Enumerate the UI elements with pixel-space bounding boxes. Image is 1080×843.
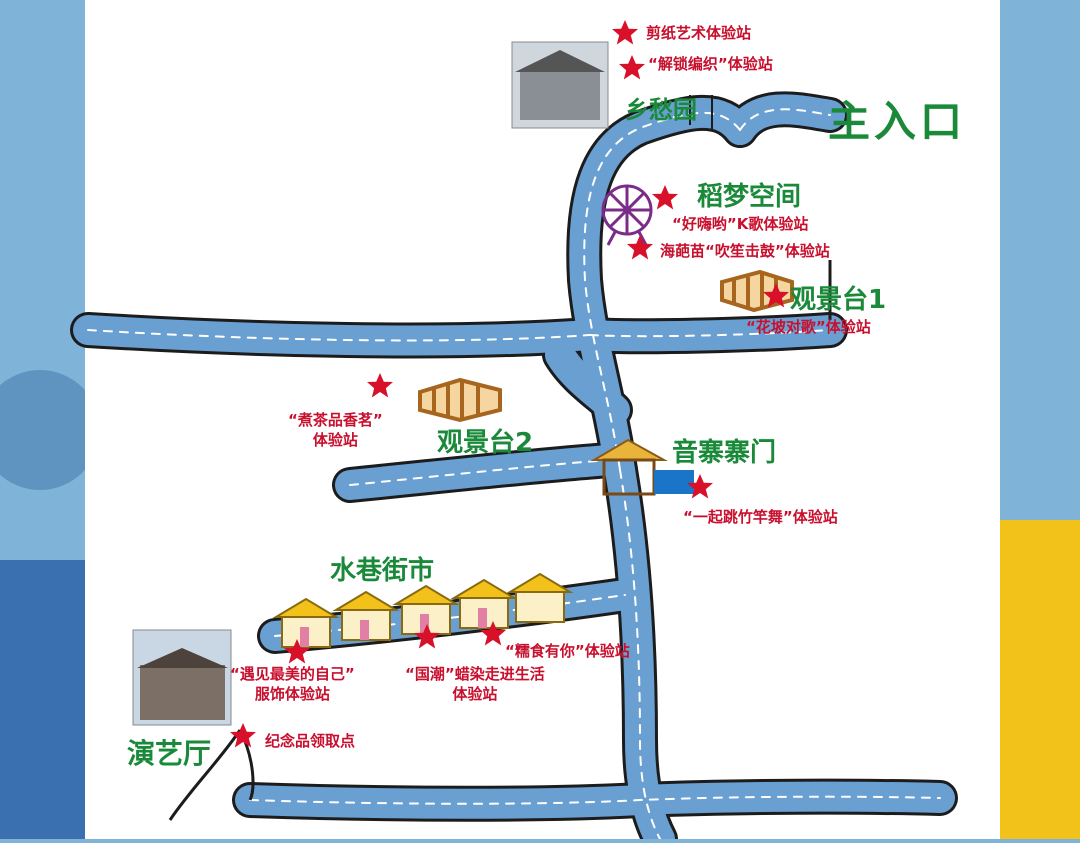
place-label-guanjing1: 观景台1	[790, 285, 887, 315]
xiangchou-roof-icon	[515, 50, 605, 72]
ferris-wheel-icon	[601, 184, 653, 246]
station-label-huapo: “花坡对歌”体验站	[746, 318, 871, 336]
station-label-guochao-line2: 体验站	[452, 685, 498, 703]
garden-lines	[689, 95, 713, 130]
station-label-yujian: “遇见最美的自己” 服饰体验站	[230, 664, 355, 704]
station-label-guochao-line1: “国潮”蜡染走进生活	[405, 665, 545, 683]
village-gate-icon	[590, 438, 694, 496]
map-panel	[85, 0, 1000, 839]
station-label-zhucha-line1: “煮茶品香茗”	[288, 411, 383, 429]
place-label-guanjing2: 观景台2	[437, 428, 534, 458]
station-label-nuoshi: “糯食有你”体验站	[505, 642, 630, 660]
station-label-jianzhi: 剪纸艺术体验站	[646, 24, 752, 42]
station-label-zhugan: “一起跳竹竿舞”体验站	[683, 508, 838, 526]
station-label-haibamiao: 海葩苗“吹笙击鼓”体验站	[660, 242, 830, 260]
station-label-zhucha: “煮茶品香茗” 体验站	[288, 410, 383, 450]
station-label-yujian-line1: “遇见最美的自己”	[230, 665, 355, 683]
theater-roof-icon	[137, 648, 228, 668]
main-entrance-label: 主入口	[828, 97, 967, 146]
station-label-jinianpin: 纪念品领取点	[265, 732, 356, 750]
place-label-daomeng: 稻梦空间	[697, 182, 802, 212]
place-label-xiangchou: 乡愁园	[625, 96, 697, 124]
place-label-yinzhai: 音寨寨门	[672, 438, 777, 468]
station-label-guochao: “国潮”蜡染走进生活 体验站	[405, 664, 545, 704]
station-label-haohaiyo: “好嗨哟”K歌体验站	[672, 215, 809, 233]
xiangchou-building-icon	[520, 70, 600, 120]
frame-right-field	[1000, 520, 1080, 839]
place-label-shuixiang: 水巷街市	[330, 556, 435, 586]
theater-path	[168, 729, 242, 821]
theater-building-icon	[140, 665, 225, 720]
lookout2-fence-icon	[418, 377, 502, 423]
roads	[70, 91, 958, 843]
frame-left-decoration	[0, 560, 90, 839]
frame-left-medallion	[0, 370, 100, 490]
station-label-jiesuo: “解锁编织”体验站	[648, 55, 773, 73]
station-label-yujian-line2: 服饰体验站	[254, 685, 330, 703]
place-label-yanyi: 演艺厅	[127, 737, 212, 770]
station-label-zhucha-line2: 体验站	[312, 431, 358, 449]
